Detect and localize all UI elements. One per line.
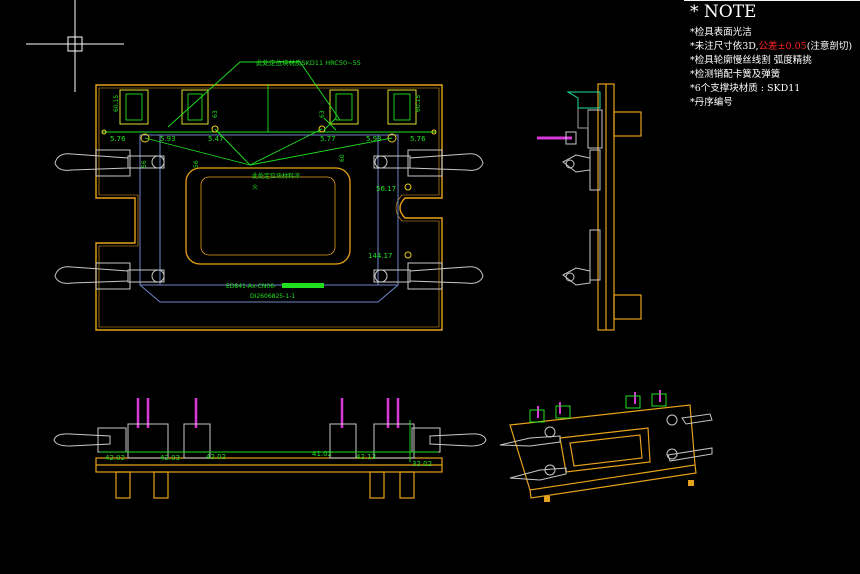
datum-pins [101, 125, 437, 259]
note-line-text: *检具表面光洁 [690, 27, 752, 38]
iso-clamps [499, 413, 713, 481]
toggle-clamps-plan [54, 149, 484, 290]
iso-feet [544, 480, 694, 502]
dim-label: 5.93 [160, 135, 176, 143]
dim-label: 42.02 [105, 454, 125, 462]
iso-locators [529, 393, 667, 423]
side-clamps [562, 109, 603, 286]
dim-label: 41.02 [312, 450, 332, 458]
dim-label: 42.02 [206, 453, 226, 461]
tolerance-text: 公差±0.05 [758, 41, 807, 52]
iso-plate [509, 404, 697, 499]
note-line: *检具轮廓慢丝线割 弧度精挑 [690, 54, 860, 68]
note-title: * NOTE [690, 2, 757, 22]
part-marker [282, 283, 324, 288]
note-line: *检具表面光洁 [690, 26, 860, 40]
material-note-mid: 此处定位块材料淬 [252, 172, 300, 180]
dim-label: 60 [339, 154, 346, 162]
center-window-outer [185, 167, 351, 265]
note-divider [684, 0, 860, 1]
note-line: *丹序编号 [690, 96, 860, 110]
note-line-text: *检具轮廓慢丝线割 弧度精挑 [690, 55, 812, 66]
side-locator-bracket [577, 108, 589, 129]
side-view[interactable] [537, 83, 642, 331]
dim-label: 56 [141, 160, 148, 168]
iso-pins [537, 390, 661, 418]
note-line: *检测销配卡簧及弹簧 [690, 68, 860, 82]
top-locator-blocks [119, 89, 417, 125]
side-locator [566, 91, 601, 109]
dim-label: 42.13 [356, 453, 376, 461]
center-window-inner [200, 176, 336, 256]
note-line: *6个支撑块材质 : SKD11 [690, 82, 860, 96]
note-line-text: *6个支撑块材质 : SKD11 [690, 83, 801, 94]
dim-label: 63 [319, 110, 326, 118]
dim-label: 60.15 [113, 95, 120, 112]
leader-lines [144, 61, 393, 166]
plan-view[interactable]: 此处定位块材质SKD11 HRC50~55 此处定位块材料淬 火 ED841-A… [54, 58, 484, 331]
dim-label: 56.17 [376, 185, 396, 193]
dim-label: 60.15 [415, 95, 422, 112]
dim-label: 5.76 [110, 135, 126, 143]
dim-label: 5.93 [366, 135, 382, 143]
dim-label: 42.03 [160, 454, 180, 462]
front-view[interactable]: 42.02 42.03 42.02 41.02 42.13 32.02 [53, 398, 487, 499]
front-pins [136, 398, 400, 428]
dim-label: 63 [212, 110, 219, 118]
dim-label: 32.02 [412, 460, 432, 468]
crosshair-icon [26, 0, 124, 92]
material-note-top: 此处定位块材质SKD11 HRC50~55 [256, 58, 361, 67]
note-line-text: *检测销配卡簧及弹簧 [690, 69, 781, 80]
note-line: *未注尺寸依3D,公差±0.05(注意剖切) [690, 40, 860, 54]
isometric-view[interactable] [499, 390, 713, 502]
locating-frame [139, 134, 399, 303]
dim-label: 5.77 [320, 135, 336, 143]
side-plate [597, 83, 642, 331]
drawing-number-label: DI2606825-1-1 [250, 293, 295, 300]
locator-pads [125, 93, 411, 121]
note-line-suffix: (注意剖切) [806, 41, 853, 52]
dim-label: 5.47 [208, 135, 224, 143]
dim-label: 144.17 [368, 252, 393, 260]
part-number-label: ED841-Aх-CN06- [226, 283, 276, 290]
front-plate [95, 457, 443, 499]
note-line-text: *未注尺寸依3D, [690, 41, 759, 52]
front-dim-lines [100, 420, 438, 462]
dim-label: 5.76 [410, 135, 426, 143]
base-plate-outline [95, 84, 443, 331]
note-line-text: *丹序编号 [690, 97, 733, 108]
dim-label: 56 [193, 160, 200, 168]
front-clamps [53, 423, 487, 459]
material-note-mid-2: 火 [252, 184, 258, 191]
side-pin-body [565, 131, 577, 145]
note-list: *检具表面光洁*未注尺寸依3D,公差±0.05(注意剖切)*检具轮廓慢丝线割 弧… [690, 26, 860, 110]
